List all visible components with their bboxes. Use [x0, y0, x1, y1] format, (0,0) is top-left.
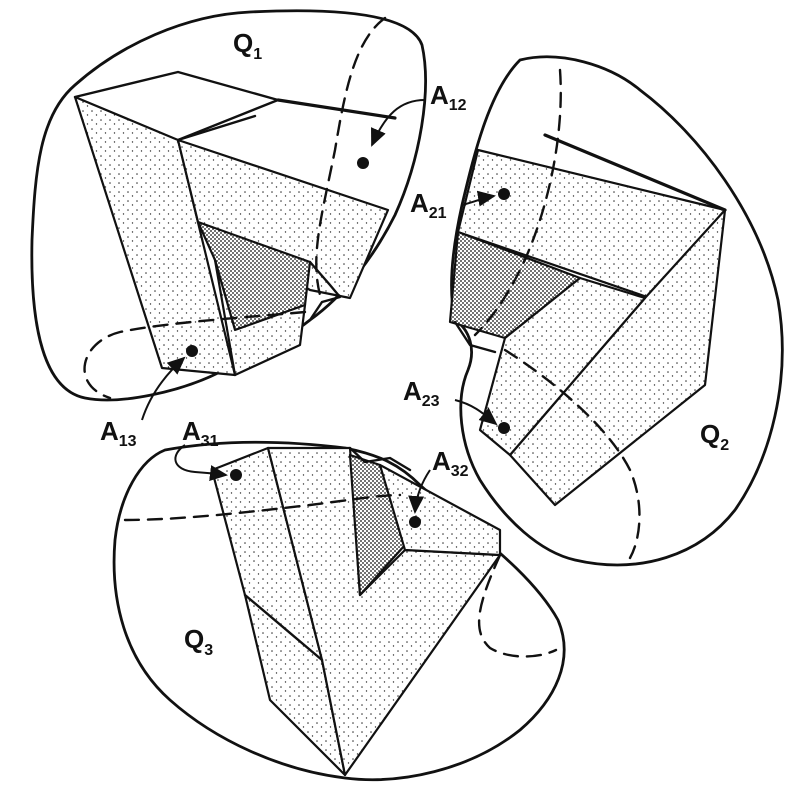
arrow-a32 [408, 469, 431, 514]
q2-edge-1 [453, 320, 497, 354]
label-a13: A13 [100, 416, 137, 450]
label-a21: A21 [410, 188, 447, 222]
labels: Q1 Q2 Q3 A12 A21 A23 A13 A31 A32 [100, 28, 729, 659]
q1-top-edge [73, 70, 280, 142]
q2-hidden-curve [473, 68, 562, 337]
q3-edge-2 [243, 593, 324, 662]
arrow-a12 [371, 99, 426, 147]
q3-hidden-curve-2 [477, 553, 558, 658]
q2-right-face [508, 208, 727, 507]
point-a12 [357, 157, 369, 169]
arrow-a21 [461, 190, 496, 207]
q1-hidden-curve-2 [83, 310, 307, 400]
point-a13 [186, 345, 198, 357]
point-a23 [498, 422, 510, 434]
q3-edge-1 [348, 446, 412, 472]
q1-top-face [176, 138, 390, 300]
point-a31 [230, 469, 242, 481]
q2-hidden-curve-2 [503, 348, 641, 560]
arrow-a31 [174, 444, 228, 481]
arrow-a13 [141, 356, 186, 421]
label-a23: A23 [403, 376, 440, 410]
q2-ridge [543, 133, 727, 212]
label-q3: Q3 [184, 624, 213, 659]
region-q1 [30, 9, 427, 402]
point-a32 [409, 516, 421, 528]
region-q2 [448, 55, 784, 567]
q1-edge-3 [308, 260, 342, 322]
q1-ridge [276, 98, 397, 120]
region-q3 [112, 440, 566, 782]
label-q1: Q1 [233, 28, 262, 63]
point-a21 [498, 188, 510, 200]
label-a32: A32 [432, 446, 469, 480]
q2-lower-face [478, 276, 647, 457]
q1-edge-2 [176, 114, 257, 142]
label-q2: Q2 [700, 419, 729, 454]
label-a31: A31 [182, 416, 219, 450]
q3-hidden-curve [123, 493, 402, 522]
points [141, 99, 510, 528]
label-a12: A12 [430, 80, 467, 114]
q1-hidden-curve [315, 16, 387, 297]
arrow-a23 [454, 399, 498, 426]
